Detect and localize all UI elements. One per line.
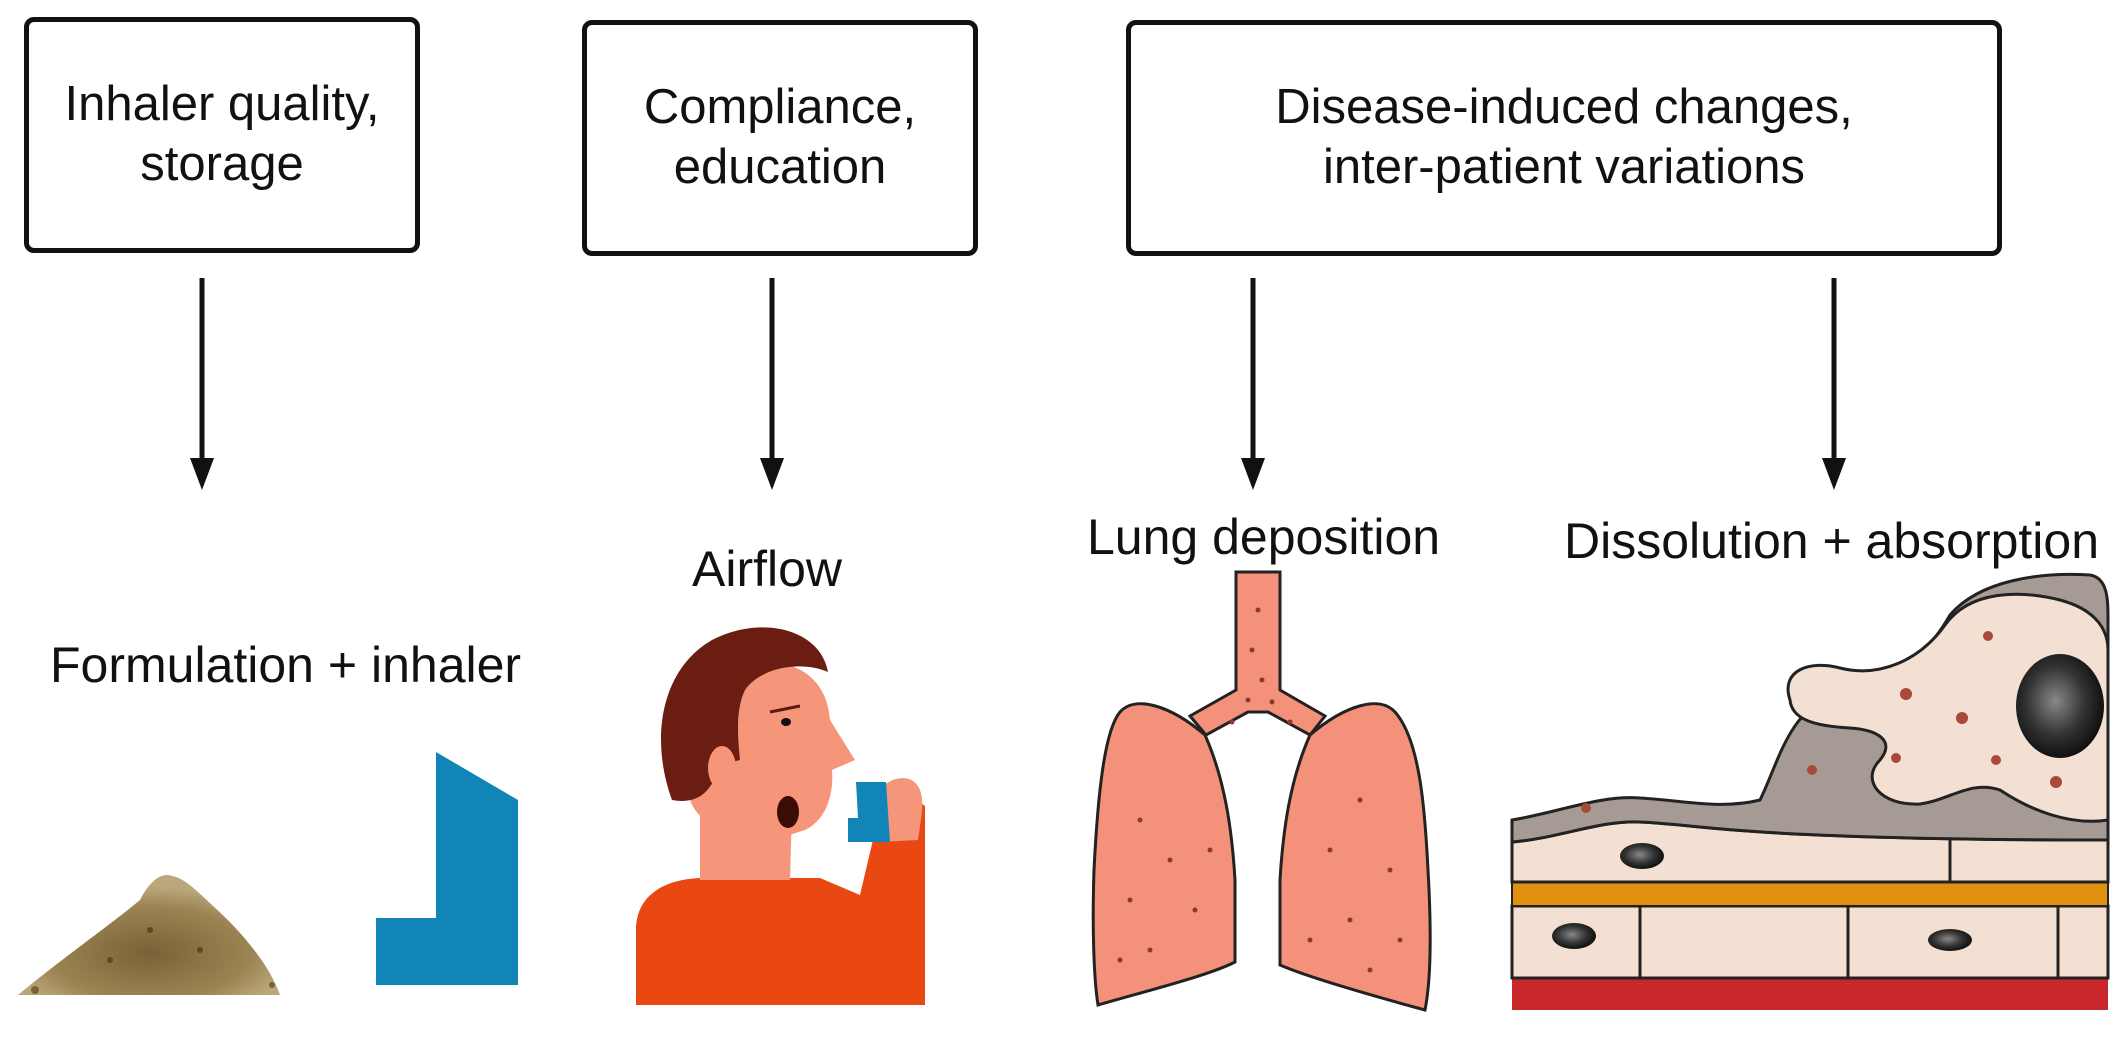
lung-particles: [1117, 607, 1403, 973]
factor-text-line2: storage: [140, 137, 304, 191]
factor-text-line2: inter-patient variations: [1322, 140, 1806, 194]
arrow-3: [1241, 278, 1265, 490]
arrow-4: [1822, 278, 1846, 490]
stage-label-lung-deposition: Lung deposition: [1087, 509, 1441, 565]
inhaler-icon: [376, 752, 518, 985]
factor-box-compliance: Compliance, education: [582, 20, 978, 256]
stage-label-airflow: Airflow: [692, 541, 843, 597]
stage-label-dissolution: Dissolution + absorption: [1564, 513, 2100, 569]
factor-box-disease-changes: Disease-induced changes, inter-patient v…: [1126, 20, 2002, 256]
factor-text-line2: education: [673, 140, 887, 194]
person-inhaling-icon: [636, 627, 925, 1005]
arrow-2: [760, 278, 784, 490]
powder-pile-icon: [18, 875, 280, 995]
arrow-1: [190, 278, 214, 490]
factor-text-line1: Compliance,: [643, 80, 917, 135]
epithelial-cells-icon: [1510, 572, 2110, 1010]
factor-text-line1: Inhaler quality,: [64, 77, 380, 132]
lungs-icon: [1091, 570, 1432, 1012]
factor-text-line1: Disease-induced changes,: [1275, 80, 1853, 135]
factor-box-inhaler-quality: Inhaler quality, storage: [24, 17, 420, 253]
stage-label-formulation: Formulation + inhaler: [50, 637, 522, 693]
